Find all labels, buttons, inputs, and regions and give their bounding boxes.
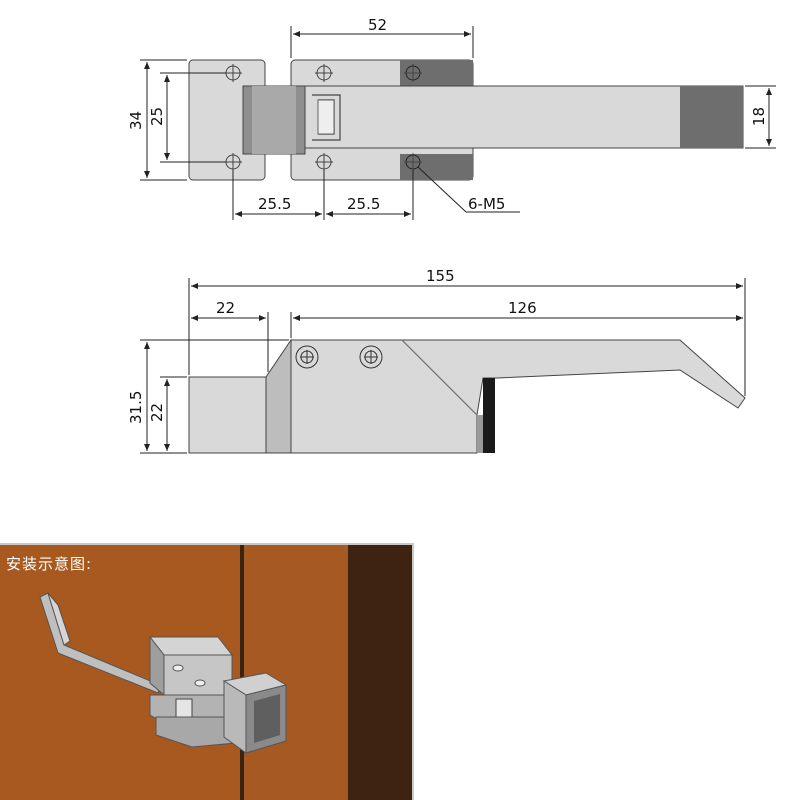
iso-lower-plate (155, 716, 237, 748)
top-base-dark-lower (400, 154, 473, 180)
dim-overall-height-top-label: 34 (127, 111, 145, 130)
side-back-plate-edge (477, 415, 483, 453)
dim-keeper-height (160, 376, 187, 451)
dim-hole-offsets (232, 170, 414, 220)
dim-base-width-label: 52 (368, 16, 387, 34)
dim-body-length (290, 312, 743, 338)
side-handle (400, 339, 746, 417)
dim-side-overall-height (140, 339, 289, 454)
iso-handle-top (47, 592, 71, 646)
dim-keeper-length-label: 22 (216, 299, 235, 317)
dim-keeper-length (191, 312, 269, 372)
wood-gap (240, 545, 244, 800)
top-view: 52 34 25 18 25.5 2 (127, 16, 776, 220)
callout-holes-label: 6-M5 (468, 195, 505, 213)
iso-hinge (175, 698, 193, 720)
iso-keeper-side (223, 680, 247, 754)
iso-base-body (163, 654, 233, 696)
dim-side-overall-height-label: 31.5 (127, 391, 145, 424)
top-hook-link-light (252, 86, 296, 154)
side-holes (295, 345, 383, 369)
wood-frame-right (244, 545, 348, 800)
side-back-plate (483, 378, 495, 453)
dim-bar-height (745, 85, 776, 149)
top-handle-bar (304, 85, 744, 149)
dim-hole-offset-right-label: 25.5 (347, 195, 380, 213)
installation-scene (0, 545, 412, 800)
technical-drawing: 52 34 25 18 25.5 2 (127, 16, 776, 454)
side-hook-tongue (265, 338, 292, 454)
dim-overall-height-top (140, 59, 187, 181)
dim-overall-length-label: 155 (426, 267, 455, 285)
side-keeper (188, 376, 267, 454)
installation-title: 安装示意图: (6, 555, 93, 573)
side-handle-bevel (401, 339, 478, 416)
iso-hole-1 (172, 664, 184, 672)
dim-hole-spacing-vertical (160, 72, 226, 163)
installation-illustration: 安装示意图: (0, 543, 414, 800)
dim-body-length-label: 126 (508, 299, 537, 317)
dim-keeper-height-label: 22 (148, 403, 166, 422)
dim-hole-spacing-vertical-label: 25 (148, 107, 166, 126)
top-mount-holes (224, 64, 422, 171)
dim-base-width (290, 26, 474, 58)
side-view: 155 22 126 31.5 22 (127, 267, 746, 454)
dim-hole-offset-left-label: 25.5 (258, 195, 291, 213)
wood-frame-edge (348, 545, 412, 800)
dim-overall-length (188, 278, 746, 396)
iso-hole-2 (194, 679, 206, 687)
top-handle-end (680, 86, 743, 148)
dim-bar-height-label: 18 (750, 107, 768, 126)
callout-holes-leader (417, 166, 520, 213)
top-hinge-inner (317, 99, 335, 135)
iso-keeper-face (254, 694, 280, 743)
